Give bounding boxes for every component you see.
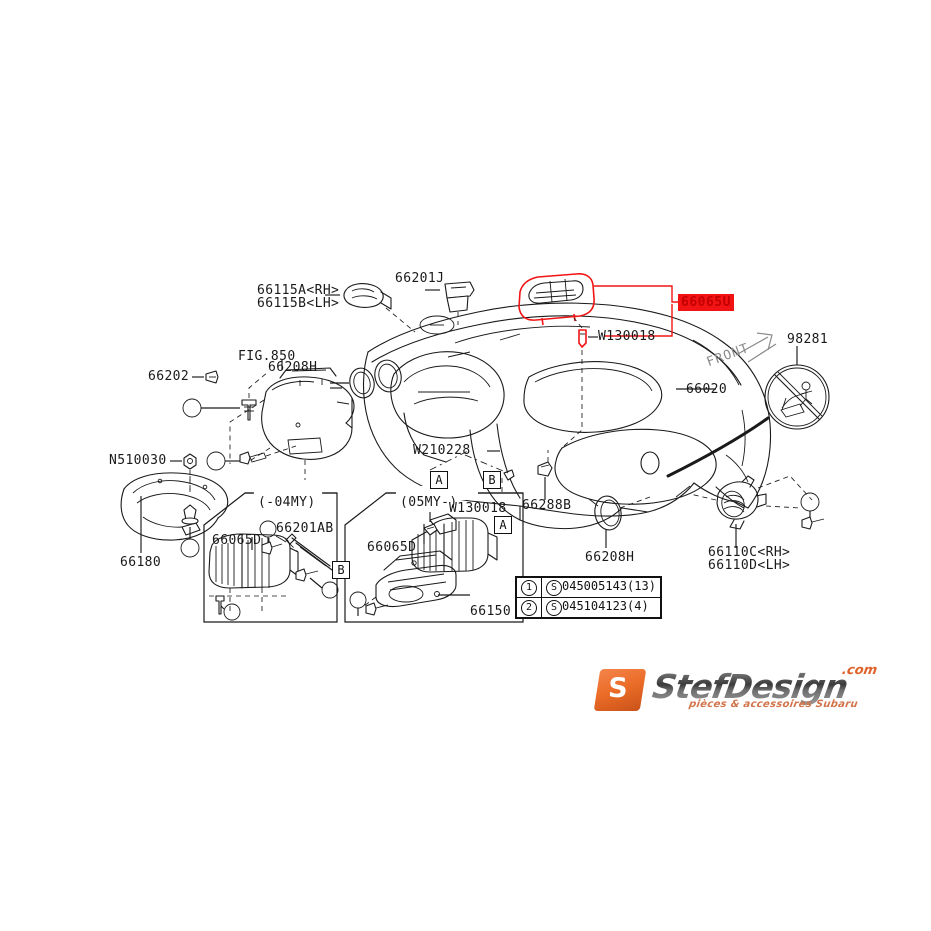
part-66180-lower-trim <box>120 472 229 553</box>
part-W130018-top-clip <box>563 317 598 447</box>
label-W130018-top: W130018 <box>598 329 656 344</box>
part-66110-speaker <box>689 475 825 548</box>
label-66065D-left: 66065D <box>212 533 262 548</box>
label-66202: 66202 <box>148 369 190 384</box>
label-66201J: 66201J <box>395 271 445 286</box>
inset-box-04my <box>203 486 338 623</box>
label-66065U-highlight: 66065U <box>678 294 734 311</box>
watermark-logo-letter: S <box>607 673 629 704</box>
label-66020: 66020 <box>686 382 728 397</box>
label-66150: 66150 <box>470 604 512 619</box>
label-66180: 66180 <box>120 555 162 570</box>
fastener-1-cluster-top <box>182 371 269 421</box>
part-66065U-highlighted <box>518 273 595 326</box>
label-W210228: W210228 <box>413 443 471 458</box>
legend-value-2: 045104123(4) <box>562 599 649 613</box>
label-66288B: 66288B <box>522 498 572 513</box>
part-66150-duct <box>349 550 470 616</box>
fasteners-inset-04my <box>215 520 339 621</box>
marker-b-left: B <box>483 471 501 489</box>
legend-key-1: 1 <box>521 580 537 596</box>
marker-a-right: A <box>494 516 512 534</box>
label-66115: 66115A<RH> 66115B<LH> <box>257 283 340 311</box>
leader-66065U <box>594 285 678 303</box>
label-66110: 66110C<RH> 66110D<LH> <box>708 545 791 573</box>
label-98281: 98281 <box>787 332 829 347</box>
legend-code-1: S <box>546 580 562 596</box>
label-66201AB: 66201AB <box>276 521 334 536</box>
watermark-domain: .com <box>840 663 879 678</box>
watermark-stefdesign: S StefDesign .com pièces & accessoires S… <box>593 663 897 718</box>
part-66115-trim <box>325 283 416 333</box>
watermark-logo-mark: S <box>593 669 647 711</box>
label-66208H-bottom: 66208H <box>585 550 635 565</box>
label-66208H-top: 66208H <box>268 360 318 375</box>
part-98281-warning-label <box>666 346 830 478</box>
leader-66065U-b <box>604 304 673 337</box>
part-66065D-mid-vent <box>411 512 498 573</box>
part-66201J-clip <box>425 281 475 325</box>
label-FIG850: FIG.850 <box>238 349 296 364</box>
part-66065D-left-vent <box>208 533 299 612</box>
part-W210228 <box>429 449 515 492</box>
marker-a-left: A <box>430 471 448 489</box>
part-66202 <box>192 370 219 384</box>
legend-code-2: S <box>546 600 562 616</box>
marker-b-box: B <box>332 561 350 579</box>
dashboard-main-body <box>349 302 771 530</box>
label-W130018-mid: W130018 <box>449 501 507 516</box>
part-grommet-66180 <box>180 504 200 558</box>
label-05MY: (05MY-) <box>400 495 458 510</box>
part-66288B-clip <box>537 450 553 500</box>
label-N510030: N510030 <box>109 453 167 468</box>
legend-key-2: 2 <box>521 600 537 616</box>
legend-value-1: 045005143(13) <box>562 579 656 593</box>
label-66065D-mid: 66065D <box>367 540 417 555</box>
inset-box-05my <box>344 486 524 623</box>
fastener-1-cluster-bottom <box>206 445 297 471</box>
label-04MY: (-04MY) <box>258 495 316 510</box>
watermark-tagline: pièces & accessoires Subaru <box>688 699 859 710</box>
part-66208H-bottom-ring <box>594 495 651 548</box>
front-direction-arrow <box>735 332 777 363</box>
